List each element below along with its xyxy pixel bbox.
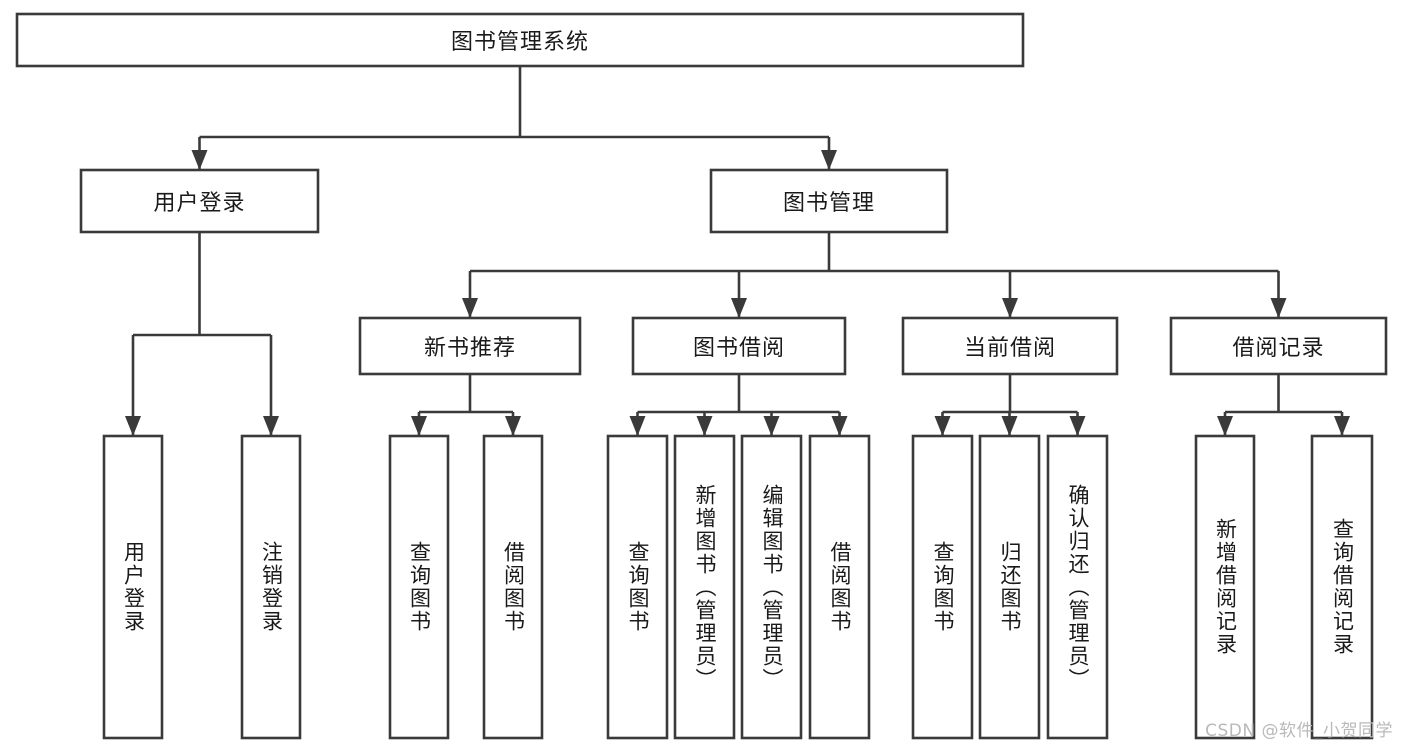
connector-arrowhead [505,416,521,436]
node-box-leaf-borrow-3[interactable] [740,434,803,740]
node-box-login[interactable] [79,168,320,234]
node-box-leaf-cur-2[interactable] [978,434,1041,740]
node-box-leaf-cur-1[interactable] [911,434,974,740]
connector-arrowhead [1002,298,1018,318]
connector-arrowhead [411,416,427,436]
connector-arrowhead [1270,298,1287,318]
connector-group-newbook [417,374,515,435]
node-box-leaf-borrow-4[interactable] [808,434,871,740]
connector-arrowhead [629,416,646,436]
node-box-newbook[interactable] [358,316,582,376]
connector-arrowhead [831,416,848,436]
connector-arrowhead [263,416,279,436]
node-box-leaf-rec-1[interactable] [1194,434,1256,740]
connector-group-bookmgmt [468,232,1280,317]
node-box-leaf-new-2[interactable] [482,434,544,740]
node-box-leaf-borrow-1[interactable] [606,434,669,740]
connector-arrowhead [125,416,141,436]
node-box-leaf-login-2[interactable] [240,434,302,740]
node-box-leaf-borrow-2[interactable] [673,434,736,740]
connector-arrowhead [821,150,837,170]
connector-arrowhead [1217,416,1233,436]
connector-group-records [1223,374,1344,435]
node-box-borrow[interactable] [631,316,847,376]
connector-group-root [198,66,831,169]
node-box-leaf-new-1[interactable] [388,434,450,740]
node-box-leaf-cur-3[interactable] [1046,434,1109,740]
connector-arrowhead [763,416,780,436]
node-box-root[interactable] [15,12,1025,68]
connector-arrowhead [731,298,747,318]
node-box-records[interactable] [1169,316,1388,376]
connector-arrowhead [462,298,478,318]
node-box-bookmgmt[interactable] [709,168,949,234]
connector-arrowhead [191,150,208,170]
connector-arrowhead [1334,416,1350,436]
node-box-current[interactable] [901,316,1119,376]
node-box-leaf-login-1[interactable] [102,434,164,740]
connector-arrowhead [934,416,951,436]
connector-group-login [131,232,273,435]
connector-arrowhead [1069,416,1086,436]
connector-arrowhead [1001,416,1018,436]
connector-group-borrow [636,374,841,435]
connector-arrowhead [696,416,713,436]
node-box-leaf-rec-2[interactable] [1310,434,1374,740]
watermark-text: CSDN @软件_小贺同学 [1205,721,1393,741]
